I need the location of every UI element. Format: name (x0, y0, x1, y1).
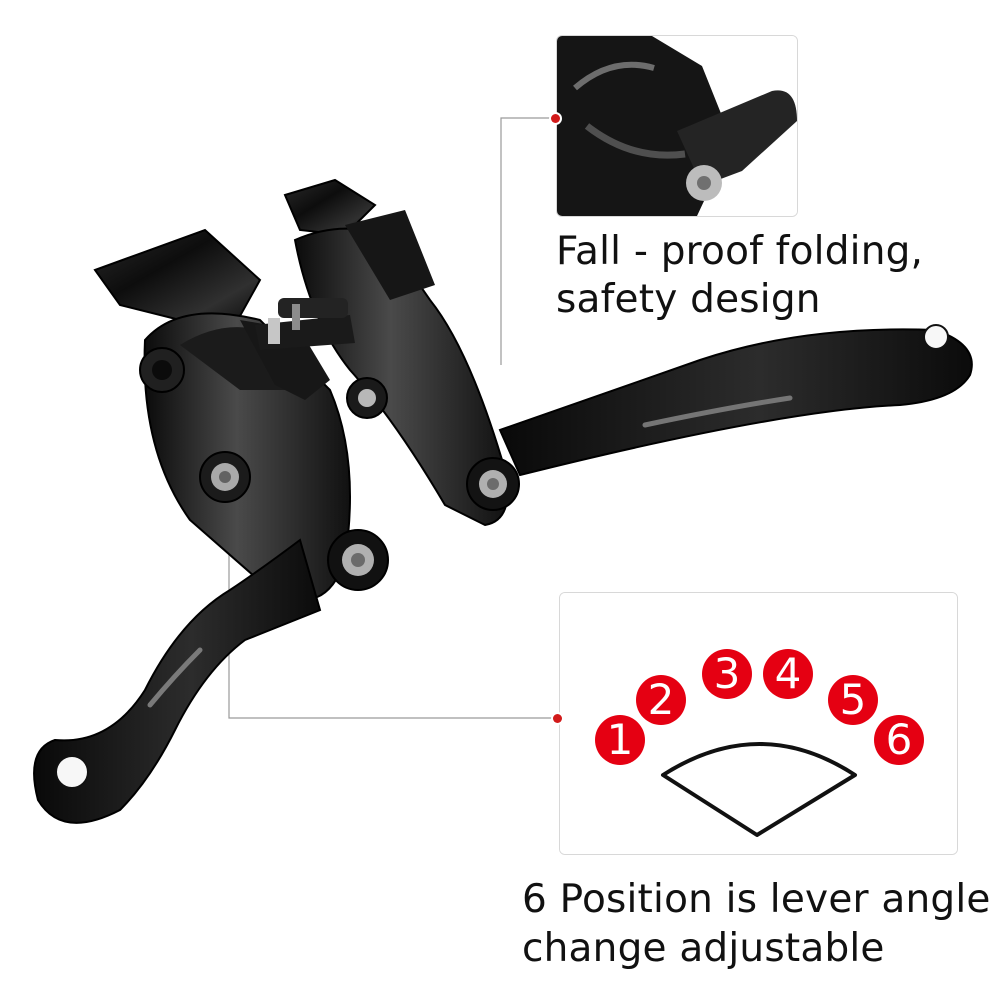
position-5-badge: 5 (828, 675, 878, 725)
position-4-badge: 4 (763, 649, 813, 699)
folding-detail-image (557, 36, 797, 216)
guide-lines (228, 117, 557, 719)
adjustment-caption-line-1: 6 Position is lever angle (522, 877, 991, 922)
position-2-badge: 2 (636, 675, 686, 725)
adjustment-detail-inset: 1 2 3 4 5 6 (559, 592, 958, 855)
center-bolt (268, 298, 348, 344)
position-1-badge: 1 (595, 715, 645, 765)
folding-caption-line-2: safety design (556, 277, 821, 322)
adjustment-feature-caption: 6 Position is lever angle change adjusta… (522, 875, 997, 973)
folding-caption-line-1: Fall - proof folding, (556, 229, 924, 274)
folding-feature-caption: Fall - proof folding, safety design (556, 228, 976, 324)
adjustment-caption-line-2: change adjustable (522, 926, 885, 971)
folding-detail-inset (556, 35, 798, 217)
adjustment-marker-icon (553, 714, 562, 723)
folding-marker-icon (551, 114, 560, 123)
position-6-badge: 6 (874, 715, 924, 765)
position-3-badge: 3 (702, 649, 752, 699)
left-lever (33, 228, 389, 824)
